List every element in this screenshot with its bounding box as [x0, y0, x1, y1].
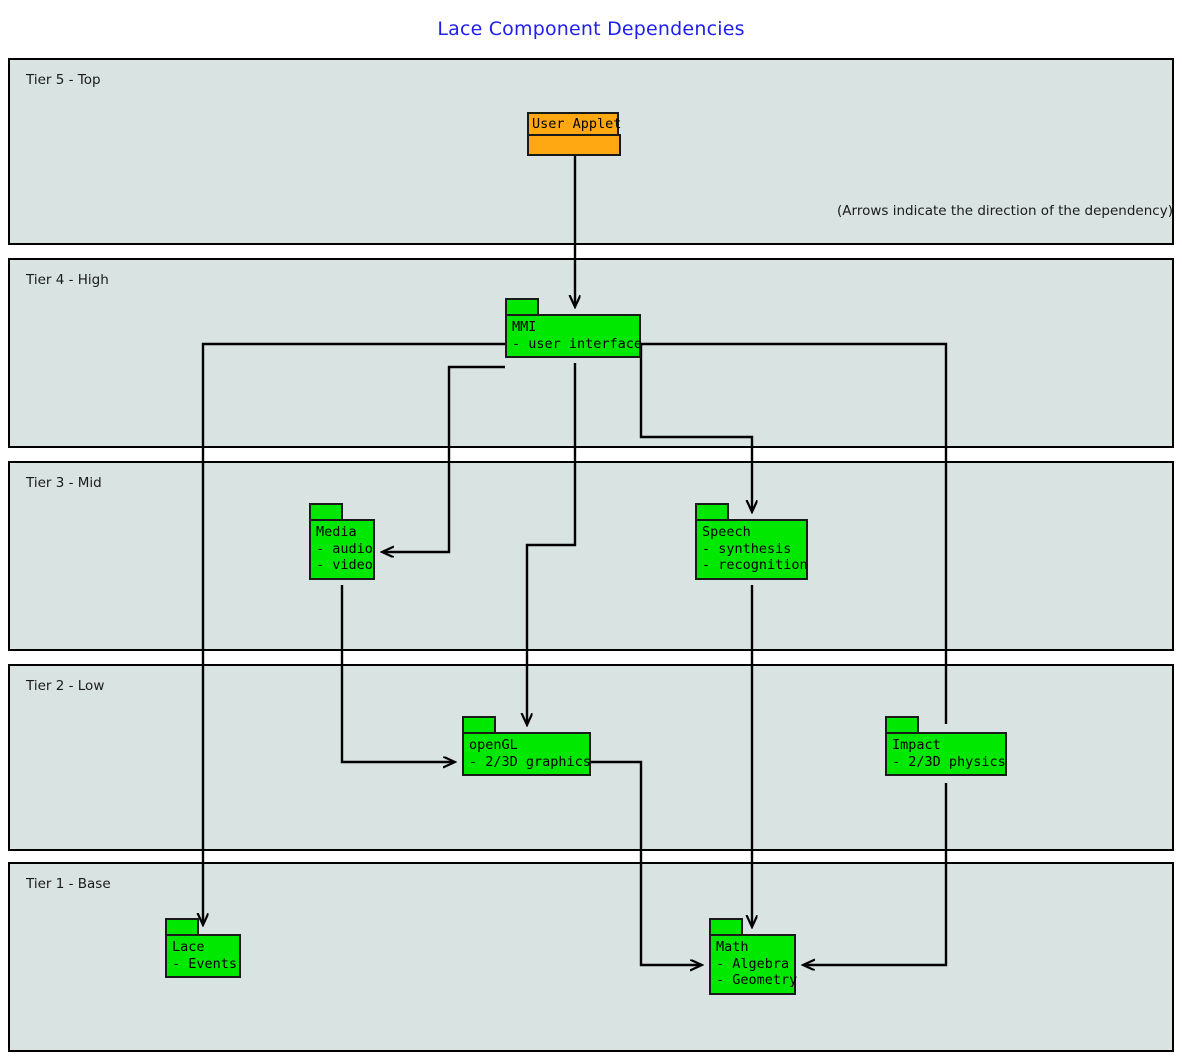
component-body: openGL - 2/3D graphics [462, 732, 591, 776]
component-item: - Events [172, 955, 238, 972]
tier-label: Tier 5 - Top [26, 72, 101, 88]
legend-note: (Arrows indicate the direction of the de… [837, 203, 1173, 219]
component-body: Lace - Events [165, 934, 241, 978]
component-name: User Applet [527, 112, 621, 136]
component-item: - audio [316, 540, 373, 557]
component-name: MMI [512, 319, 537, 335]
component-item: - Algebra [716, 955, 790, 972]
page-title: Lace Component Dependencies [437, 18, 745, 40]
tier-label: Tier 4 - High [26, 272, 109, 288]
component-item: - Geometry [716, 972, 798, 988]
component-body: Math - Algebra - Geometry [709, 934, 798, 995]
component-name: Media [316, 524, 357, 540]
component-name: Impact [892, 737, 941, 753]
tier-label: Tier 2 - Low [26, 678, 105, 694]
component-item: - 2/3D physics [892, 753, 1006, 770]
tier-label: Tier 3 - Mid [26, 475, 102, 491]
component-item: - 2/3D graphics [469, 753, 591, 770]
component-item: - recognition [702, 557, 808, 573]
component-body: Media - audio - video [309, 519, 375, 580]
component-name: Lace [172, 939, 205, 955]
component-body [527, 134, 621, 156]
component-item: - synthesis [702, 540, 792, 557]
component-name: Math [716, 939, 749, 955]
component-name: Speech [702, 524, 751, 540]
tier-3-mid: Tier 3 - Mid [8, 461, 1174, 651]
component-name: openGL [469, 737, 518, 753]
component-body: MMI - user interface [505, 314, 643, 358]
component-item: - user interface [512, 335, 643, 352]
component-item: - video [316, 557, 373, 573]
tier-label: Tier 1 - Base [26, 876, 111, 892]
component-body: Speech - synthesis - recognition [695, 519, 808, 580]
component-body: Impact - 2/3D physics [885, 732, 1007, 776]
